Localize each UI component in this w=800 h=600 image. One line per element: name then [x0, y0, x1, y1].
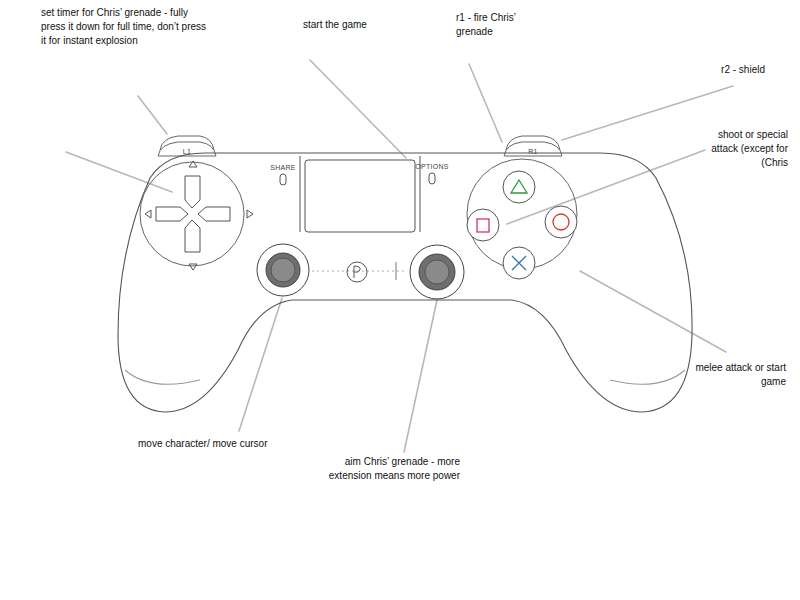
- analog-stick: [266, 253, 300, 287]
- controller-body: [610, 370, 685, 384]
- leader-line: [580, 271, 726, 352]
- ps-button: [347, 262, 367, 282]
- menu-button: [429, 173, 435, 184]
- analog-stick: [425, 260, 449, 284]
- face-button: [467, 171, 577, 279]
- button-marking: SHARE: [270, 164, 296, 172]
- d-pad: [185, 220, 200, 252]
- leader-line: [138, 96, 167, 134]
- analog-stick: [410, 245, 464, 299]
- face-button: [503, 171, 535, 203]
- callout-note: move character/ move cursor: [138, 437, 308, 451]
- analog-stick: [271, 258, 295, 282]
- callout-note: shoot or special attack (except for (Chr…: [710, 128, 788, 170]
- face-symbol: [477, 180, 569, 270]
- d-pad: [145, 210, 151, 218]
- leader-line: [562, 86, 733, 140]
- leader-line: [404, 300, 437, 452]
- face-button: [545, 206, 577, 238]
- controller-body: [118, 153, 692, 412]
- d-pad: [189, 161, 197, 167]
- d-pad: [247, 210, 253, 218]
- d-pad: [185, 176, 200, 208]
- controller-body: [125, 370, 200, 384]
- leader-line: [310, 60, 406, 158]
- face-button: [467, 209, 499, 241]
- leader-line: [469, 64, 502, 142]
- button-marking: L1: [183, 148, 191, 156]
- analog-stick: [396, 262, 397, 280]
- menu-button: [280, 173, 435, 185]
- leader-line: [66, 152, 172, 192]
- ps-button: [354, 266, 360, 278]
- button-marking: R1: [528, 148, 538, 156]
- d-pad: [189, 264, 197, 270]
- callout-note: r1 - fire Chris’ grenade: [456, 11, 536, 39]
- button-pad: [140, 162, 244, 266]
- face-symbol: [511, 180, 527, 193]
- analog-stick: [257, 244, 464, 299]
- menu-button: [280, 174, 286, 185]
- callout-note: melee attack or start game: [672, 361, 786, 389]
- analog-stick: [257, 244, 309, 296]
- callout-note: set timer for Chris’ grenade - fully pre…: [41, 6, 213, 48]
- shoulder-button: [504, 142, 562, 156]
- callout-note: aim Chris’ grenade - more extension mean…: [328, 455, 460, 483]
- button-marking: OPTIONS: [415, 163, 449, 171]
- d-pad: [198, 207, 230, 221]
- leader-line: [66, 60, 733, 452]
- d-pad: [145, 161, 253, 270]
- face-symbol: [553, 214, 569, 230]
- touchpad: [305, 160, 415, 232]
- touchpad: [300, 156, 301, 232]
- touchpad: [300, 156, 420, 232]
- controller-body: [118, 153, 692, 412]
- analog-stick: [419, 254, 455, 290]
- ps-button: [347, 262, 367, 282]
- callout-note: r2 - shield: [695, 63, 765, 77]
- face-symbol: [477, 219, 489, 232]
- face-symbol: [512, 256, 526, 270]
- leader-line: [239, 298, 282, 431]
- callout-note: start the game: [303, 18, 393, 32]
- shoulder-button: [158, 142, 216, 156]
- d-pad: [156, 207, 188, 221]
- face-button: [503, 247, 535, 279]
